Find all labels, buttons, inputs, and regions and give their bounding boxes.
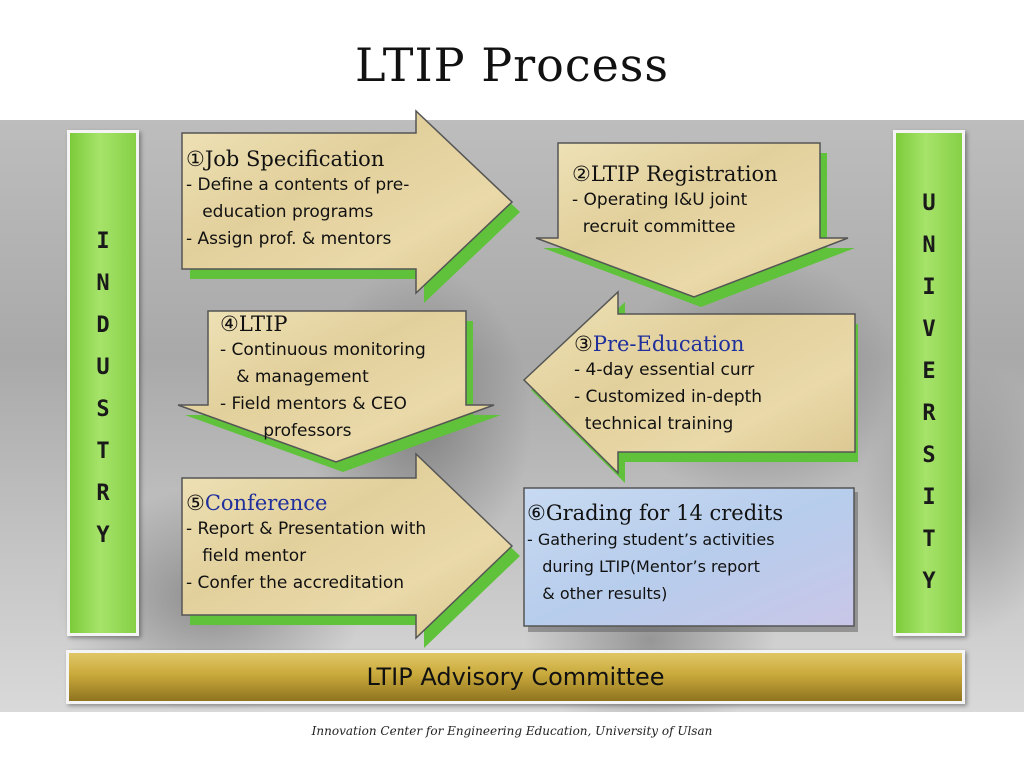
step3-arrow	[522, 290, 858, 483]
university-letter: I	[922, 275, 936, 300]
step2-title: LTIP Registration	[590, 162, 778, 186]
advisory-committee-bar: LTIP Advisory Committee	[66, 650, 965, 704]
step1-line: education programs	[186, 202, 374, 222]
step2-arrow	[535, 142, 855, 307]
step5-line: field mentor	[186, 546, 307, 566]
step4-title: LTIP	[238, 312, 288, 336]
industry-letter: S	[96, 397, 110, 422]
step4-heading: ④LTIP	[220, 311, 426, 337]
step5-title: Conference	[204, 491, 328, 515]
industry-letter: D	[96, 313, 110, 338]
page-title: LTIP Process	[354, 38, 670, 92]
step3-line: - Customized in-depth	[574, 387, 763, 407]
industry-bar: I N D U S T R Y	[67, 130, 139, 636]
step5-line: - Report & Presentation with	[186, 519, 427, 539]
industry-letter: U	[96, 355, 110, 380]
university-letters: U N I V E R S I T Y	[896, 183, 962, 603]
step6-box	[523, 487, 858, 632]
step2-line: - Operating I&U joint	[572, 190, 748, 210]
industry-letter: R	[96, 481, 110, 506]
industry-letter: T	[96, 439, 110, 464]
step1-line: - Assign prof. & mentors	[186, 229, 392, 249]
university-letter: T	[922, 527, 936, 552]
step3-number: ③	[574, 332, 593, 356]
step6-line: during LTIP(Mentor’s report	[527, 557, 760, 576]
step1-heading: ①Job Specification	[186, 146, 409, 172]
university-letter: U	[922, 191, 936, 216]
step3-title: Pre-Education	[592, 332, 745, 356]
step2-line: recruit committee	[572, 217, 736, 237]
industry-letters: I N D U S T R Y	[70, 221, 136, 557]
step1-number: ①	[186, 147, 205, 171]
step4-line: - Field mentors & CEO	[220, 394, 407, 414]
step6-title: Grading for 14 credits	[545, 501, 784, 525]
university-letter: I	[922, 485, 936, 510]
step3-text: ③Pre-Education - 4-day essential curr - …	[574, 331, 762, 438]
step4-text: ④LTIP - Continuous monitoring & manageme…	[220, 311, 426, 445]
step6-line: - Gathering student’s activities	[527, 530, 775, 549]
step1-title: Job Specification	[204, 147, 385, 171]
university-letter: R	[922, 401, 936, 426]
industry-letter: Y	[96, 523, 110, 548]
step6-text: ⑥Grading for 14 credits - Gathering stud…	[527, 500, 783, 607]
step5-arrow	[181, 452, 520, 648]
step5-number: ⑤	[186, 491, 205, 515]
step1-text: ①Job Specification - Define a contents o…	[186, 146, 409, 253]
university-letter: V	[922, 317, 936, 342]
step2-text: ②LTIP Registration - Operating I&U joint…	[572, 161, 778, 241]
step4-number: ④	[220, 312, 239, 336]
step2-number: ②	[572, 162, 591, 186]
step4-line: & management	[220, 367, 369, 387]
industry-letter: N	[96, 271, 110, 296]
step4-line: professors	[220, 421, 352, 441]
university-letter: E	[922, 359, 936, 384]
university-letter: Y	[922, 569, 936, 594]
footer-text: Innovation Center for Engineering Educat…	[311, 724, 713, 738]
step4-arrow	[177, 310, 501, 472]
step1-arrow	[181, 109, 520, 303]
industry-letter: I	[96, 229, 110, 254]
step2-heading: ②LTIP Registration	[572, 161, 778, 187]
step4-line: - Continuous monitoring	[220, 340, 426, 360]
university-bar: U N I V E R S I T Y	[893, 130, 965, 636]
step3-line: technical training	[574, 414, 734, 434]
step6-heading: ⑥Grading for 14 credits	[527, 500, 783, 526]
step6-number: ⑥	[527, 501, 546, 525]
step3-line: - 4-day essential curr	[574, 360, 755, 380]
step5-heading: ⑤Conference	[186, 490, 426, 516]
step5-text: ⑤Conference - Report & Presentation with…	[186, 490, 426, 597]
step1-line: - Define a contents of pre-	[186, 175, 410, 195]
step6-line: & other results)	[527, 584, 668, 603]
university-letter: N	[922, 233, 936, 258]
university-letter: S	[922, 443, 936, 468]
step3-heading: ③Pre-Education	[574, 331, 762, 357]
step5-line: - Confer the accreditation	[186, 573, 405, 593]
